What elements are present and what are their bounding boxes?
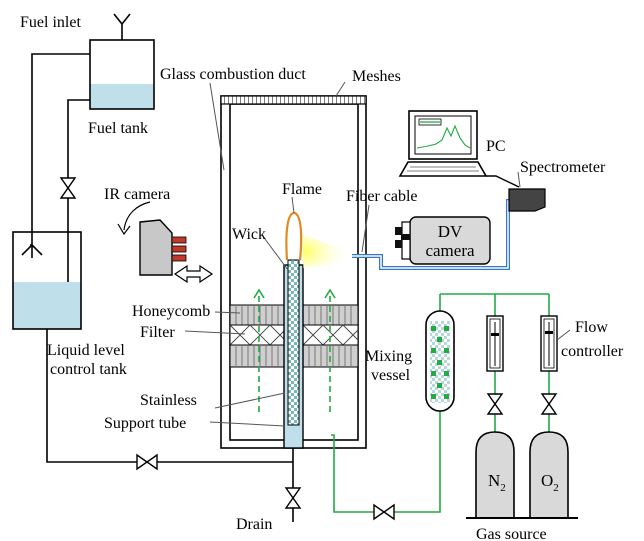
- label-liquid-level-line1: Liquid level: [47, 342, 125, 359]
- supply-valve: [136, 453, 158, 471]
- label-flow-line1: Flow: [575, 319, 608, 336]
- fuel-tank: [89, 39, 155, 110]
- label-gas-source: Gas source: [476, 526, 547, 541]
- fuel-pipe-outer: [30, 53, 90, 246]
- flow-controller-n2: [486, 315, 504, 372]
- fuel-pipe-feed: [67, 99, 90, 285]
- n2-valve: [486, 393, 504, 415]
- label-honeycomb: Honeycomb: [132, 303, 210, 320]
- label-mixing-line2: vessel: [371, 367, 411, 384]
- label-fiber-cable: Fiber cable: [346, 188, 418, 205]
- wick: [287, 259, 300, 426]
- ir-camera-move-arrow: [173, 264, 214, 284]
- ir-camera-rotate-arrow: [117, 201, 151, 236]
- o2-valve: [540, 393, 558, 415]
- pc-spectrometer-cable: [486, 175, 520, 188]
- mixing-vessel: [425, 310, 455, 412]
- filter-layer: [229, 324, 359, 346]
- o2-cylinder: [529, 431, 569, 519]
- liquid-level-control-tank: [12, 231, 82, 330]
- n2-cylinder: [475, 431, 515, 519]
- fuel-supply-line: [46, 329, 293, 463]
- label-flow-line2: controller: [561, 343, 624, 360]
- meshes: [220, 95, 367, 105]
- leader-lines: [184, 81, 571, 427]
- label-pc: PC: [486, 138, 506, 155]
- spectrometer-icon: [508, 188, 546, 212]
- fuel-valve: [59, 177, 77, 199]
- flame-icon: [285, 211, 303, 261]
- label-fuel-inlet: Fuel inlet: [20, 14, 81, 31]
- label-n2: N2: [488, 471, 506, 494]
- label-flame: Flame: [282, 181, 322, 198]
- label-dv-camera-line2: camera: [425, 241, 475, 260]
- mixing-valve: [373, 503, 395, 521]
- flow-controller-o2: [540, 315, 558, 372]
- label-fuel-tank: Fuel tank: [88, 120, 148, 137]
- label-liquid-level-line2: control tank: [50, 361, 127, 378]
- label-o2: O2: [541, 471, 559, 494]
- label-spectrometer: Spectrometer: [520, 159, 606, 176]
- ir-camera-icon: [139, 219, 187, 276]
- label-glass-duct: Glass combustion duct: [160, 66, 306, 83]
- label-dv-camera-line1: DV: [438, 222, 463, 241]
- label-support-tube: Support tube: [104, 415, 186, 432]
- label-mixing-line1: Mixing: [365, 348, 412, 365]
- airflow-arrows: [253, 288, 336, 412]
- fuel-inlet-funnel: [113, 13, 131, 40]
- label-drain: Drain: [236, 516, 272, 533]
- drain-valve: [284, 487, 302, 509]
- label-wick: Wick: [232, 226, 266, 243]
- label-filter: Filter: [140, 324, 175, 341]
- pc-icon: [398, 110, 488, 177]
- label-ir-camera: IR camera: [104, 186, 170, 203]
- label-stainless: Stainless: [140, 392, 197, 409]
- flame-light-cone: [303, 235, 352, 268]
- dv-camera-icon: [395, 216, 491, 265]
- label-meshes: Meshes: [352, 68, 401, 85]
